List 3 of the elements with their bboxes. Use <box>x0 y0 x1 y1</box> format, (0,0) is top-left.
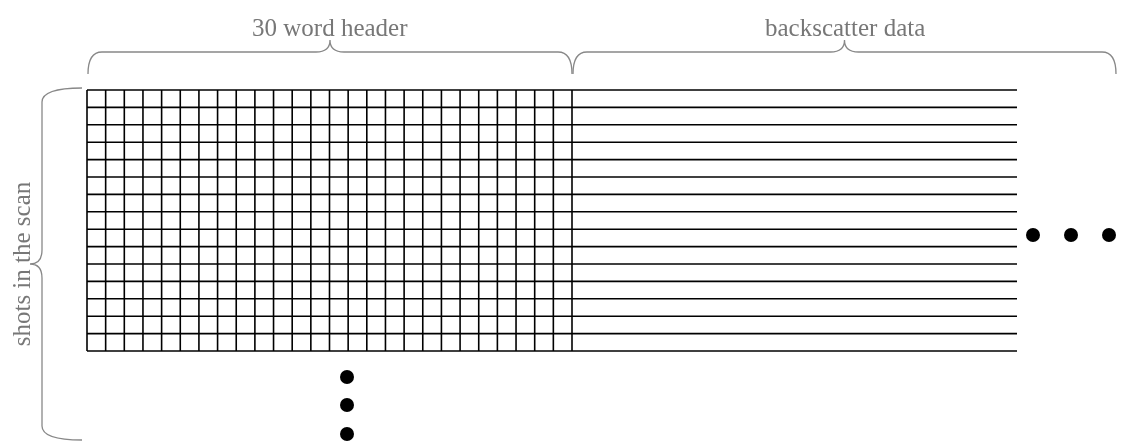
axis-label: shots in the scan <box>6 181 36 347</box>
column-label: backscatter data <box>765 13 926 43</box>
column-label: 30 word header <box>252 13 408 43</box>
